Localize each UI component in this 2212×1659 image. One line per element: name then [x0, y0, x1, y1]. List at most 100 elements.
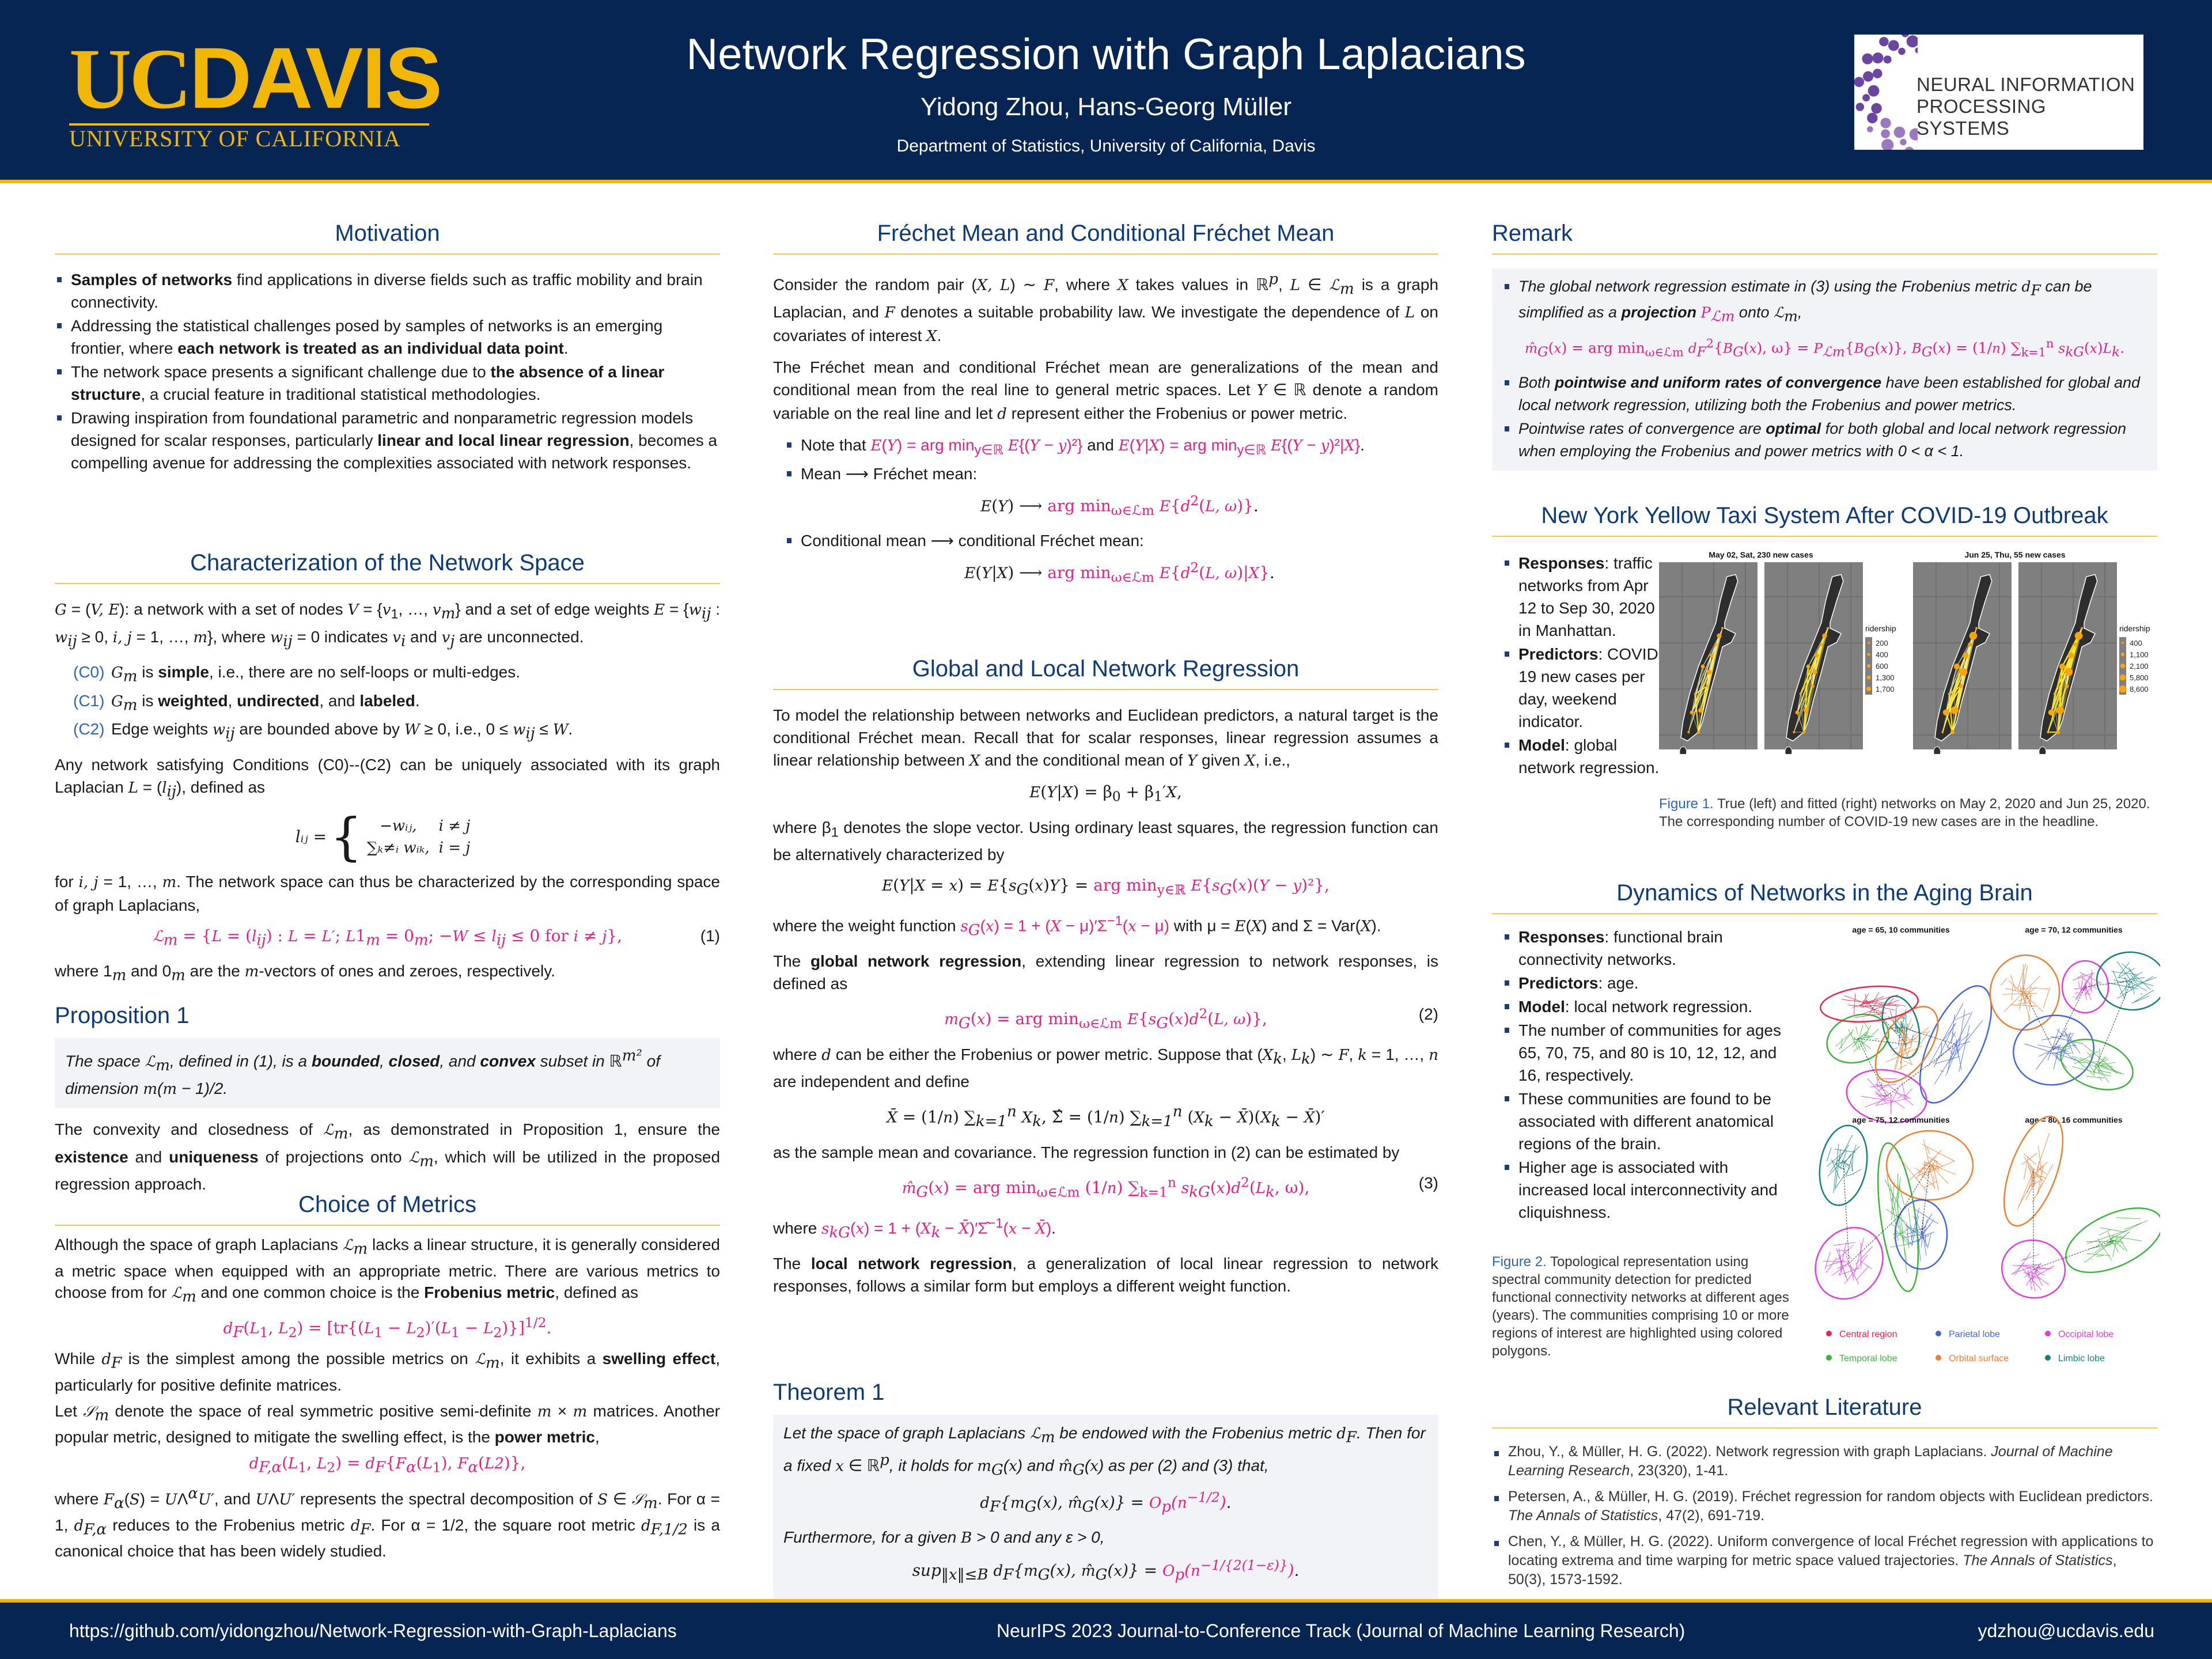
- network-node: [2081, 627, 2084, 630]
- math-term: arg min: [1093, 876, 1157, 895]
- network-node: [1963, 652, 1969, 659]
- math-term: ) = arg min: [985, 1009, 1079, 1029]
- text-segment: The Annals of Statistics: [1508, 1508, 1658, 1524]
- math-term: )}: [1237, 495, 1253, 515]
- network-edge: [1833, 1143, 1839, 1194]
- math-term: G: [1082, 1498, 1094, 1516]
- text-segment: The convexity and closedness of: [55, 1120, 323, 1138]
- network-edge: [1903, 1023, 1906, 1048]
- text-segment: = 0 indicates: [292, 627, 393, 646]
- network-edge: [2002, 993, 2037, 995]
- network-edge: [1906, 1014, 1907, 1042]
- logo-dot: [1880, 118, 1891, 128]
- network-edge: [1898, 1226, 1902, 1237]
- list-item: Drawing inspiration from foundational pa…: [55, 407, 720, 474]
- network-node: [1700, 664, 1705, 669]
- text-segment: .: [415, 691, 420, 710]
- text-segment: ≥ 0, i.e., 0 ≤: [419, 720, 513, 738]
- network-edge: [1709, 655, 1712, 672]
- math-term: ω∈ℒm: [1645, 345, 1684, 359]
- math-term: m: [414, 931, 429, 949]
- math-term: (: [970, 1009, 977, 1029]
- network-edge: [2093, 1064, 2096, 1077]
- math-term: G: [1037, 1566, 1050, 1584]
- math-term: F: [1338, 1046, 1349, 1064]
- text-segment: with μ =: [1169, 916, 1235, 935]
- paragraph: The global network regression, extending…: [773, 950, 1438, 995]
- math-term: F,α: [84, 1521, 107, 1539]
- network-edge: [1943, 1022, 1957, 1041]
- network-edge: [2012, 985, 2013, 1000]
- text-segment: = {: [358, 600, 382, 618]
- github-link[interactable]: https://github.com/yidongzhou/Network-Re…: [69, 1620, 677, 1641]
- math-term: U′: [279, 1491, 296, 1509]
- text-segment: . For α = 1,: [55, 1490, 720, 1534]
- math-term: ij: [256, 931, 266, 949]
- inter-community-edge: [2085, 980, 2132, 987]
- text-segment: , defined in (1), is a: [169, 1052, 312, 1070]
- math-term: =: [298, 926, 322, 945]
- text-segment: .: [1226, 1492, 1232, 1512]
- text-segment: (: [1084, 1456, 1090, 1474]
- math-term: F: [1003, 1566, 1014, 1584]
- math-term: Y: [982, 565, 992, 582]
- frobenius-equation: dF(L1, L2) = [tr{(L1 − L2)′(L1 − L2)}]1/…: [55, 1312, 720, 1343]
- network-edge: [2036, 1275, 2050, 1285]
- math-term: k: [1032, 1113, 1041, 1131]
- emphasis-text: Frobenius metric: [424, 1283, 555, 1301]
- community-polygon: [1820, 985, 1919, 1023]
- legend-label: Limbic lobe: [2058, 1354, 2105, 1363]
- legend-label: Temporal lobe: [1839, 1354, 1897, 1363]
- network-edge: [2019, 990, 2029, 993]
- text-segment: |: [991, 563, 997, 582]
- network-edge: [1869, 1084, 1896, 1088]
- network-edge: [2097, 1241, 2101, 1247]
- text-segment: } and a set of edge weights: [455, 600, 654, 618]
- network-edge: [1854, 993, 1856, 1014]
- network-edge: [1825, 1257, 1837, 1274]
- text-segment: Any network satisfying Conditions (C0)--…: [55, 755, 720, 796]
- network-node: [1968, 642, 1972, 647]
- network-edge: [1873, 1005, 1895, 1010]
- math-term: X̄: [1035, 1220, 1046, 1238]
- network-edge: [2027, 1166, 2043, 1181]
- text-segment: .: [568, 720, 573, 738]
- text-segment: ): a network with a set of nodes: [119, 600, 348, 618]
- math-term: Y: [1134, 437, 1145, 454]
- network-edge: [2090, 1051, 2099, 1055]
- email-link[interactable]: ydzhou@ucdavis.edu: [1978, 1620, 2154, 1641]
- math-term: (: [1932, 339, 1938, 357]
- text-segment: where: [55, 1490, 104, 1508]
- network-edge: [2119, 980, 2132, 995]
- math-term: m: [143, 1080, 158, 1098]
- math-term: L′: [321, 927, 335, 945]
- network-edge: [1845, 1144, 1857, 1177]
- network-edge: [2124, 1220, 2148, 1230]
- network-node: [1953, 663, 1960, 670]
- math-term: L: [1255, 1180, 1266, 1198]
- math-term: L: [1290, 276, 1300, 294]
- network-edge: [2035, 1270, 2040, 1275]
- math-term: x: [934, 1180, 943, 1198]
- network-edge: [2099, 1229, 2111, 1236]
- text-segment: and: [1082, 435, 1119, 454]
- condition-c2: (C2)Edge weights wij are bounded above b…: [73, 718, 720, 745]
- math-term: ) = arg min: [1561, 339, 1645, 357]
- text-segment: −: [1280, 1107, 1304, 1127]
- network-edge: [2082, 972, 2094, 988]
- network-edge: [1934, 1041, 1961, 1085]
- math-term: L: [422, 1455, 433, 1473]
- math-term: G: [1016, 881, 1029, 899]
- math-term: L: [128, 779, 138, 797]
- network-edge: [2024, 991, 2027, 1006]
- text-segment: are the: [185, 962, 245, 980]
- math-term: s: [821, 1220, 830, 1238]
- math-term: S: [597, 1491, 608, 1509]
- network-edge: [1691, 666, 1703, 713]
- network-edge: [2001, 978, 2008, 986]
- poster-header: UCDAVIS UNIVERSITY OF CALIFORNIA Network…: [0, 0, 2212, 180]
- network-edge: [1695, 644, 1717, 694]
- text-segment: ,: [1278, 275, 1290, 294]
- network-node: [1948, 692, 1950, 695]
- math-term: X: [1118, 276, 1128, 294]
